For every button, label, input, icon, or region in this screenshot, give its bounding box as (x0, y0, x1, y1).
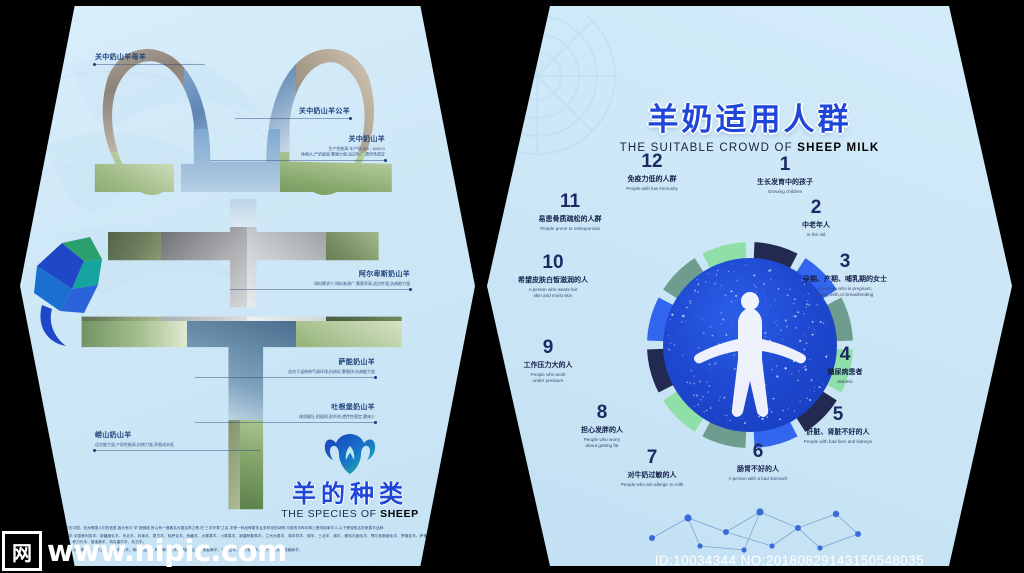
crowd-number: 4 (770, 345, 920, 364)
crowd-label-en: A person who wants fairskin and moist sk… (478, 287, 628, 299)
crowd-number: 7 (577, 448, 727, 467)
crowd-number: 12 (577, 152, 727, 171)
crowd-label-12[interactable]: 12 免疫力低的人群 People with low immunity (577, 152, 727, 192)
molecule-decoration-icon (640, 498, 870, 554)
crowd-label-cn: 易患骨质疏松的人群 (495, 214, 645, 224)
crowd-number: 1 (710, 155, 860, 174)
crowd-label-cn: 生长发育中的孩子 (710, 177, 860, 187)
crowd-label-en: People who worryabout getting fat (527, 437, 677, 449)
callout-4: 萨能奶山羊 适合于温热带气候环境,抗病好,繁殖快,抗病能力强 (195, 357, 375, 378)
crowd-label-cn: 免疫力低的人群 (577, 174, 727, 184)
callout-0: 关中奶山羊母羊 (95, 52, 205, 65)
ram-head-icon (323, 430, 377, 476)
crowd-number: 9 (473, 338, 623, 357)
image-id-line: ID:10034344 NO:20180829143150548035 (655, 553, 924, 568)
crowd-label-cn: 担心发胖的人 (527, 425, 677, 435)
callout-rule (195, 377, 375, 378)
crowd-label-cn: 糖尿病患者 (770, 367, 920, 377)
crowd-label-3[interactable]: 3 孕期、产期、哺乳期的女士 A woman who is pregnant,giv… (770, 252, 920, 298)
callout-6: 崂山奶山羊 适应能力强,产奶性能高,抗病力强,养殖成本低 (95, 430, 260, 451)
nipic-logo-icon: 网 (2, 531, 42, 571)
callout-3: 阿尔卑斯奶山羊 饲料需求少,饲料来源广,繁殖率高,适应性强,抗病能力强 (230, 269, 410, 290)
crowd-label-8[interactable]: 8 担心发胖的人 People who worryabout getting fat (527, 403, 677, 449)
left-poster-panel: 关中奶山羊母羊 关中奶山羊公羊 关中奶山羊 生产性能高,年产奶 450 - 60… (20, 6, 475, 566)
crowd-label-2[interactable]: 2 中老年人 In the old (741, 198, 891, 238)
crowd-label-1[interactable]: 1 生长发育中的孩子 Growing children (710, 155, 860, 195)
crowd-label-11[interactable]: 11 易患骨质疏松的人群 People prone to osteoporosis (495, 192, 645, 232)
crowd-label-en: People who are allergic to milk (577, 482, 727, 488)
crowd-number: 3 (770, 252, 920, 271)
callout-rule (210, 160, 385, 161)
crowd-label-cn: 工作压力大的人 (473, 360, 623, 370)
crowd-label-en: People with low immunity (577, 186, 727, 192)
crowd-label-en: A woman who is pregnant,giving birth,or … (770, 286, 920, 298)
watermark-url: www.nipic.com (47, 534, 287, 568)
callout-rule (230, 289, 410, 290)
crowd-label-5[interactable]: 5肝脏、肾脏不好的人People with bad liver and kidn… (763, 405, 913, 445)
callout-rule (95, 64, 205, 65)
crowd-label-cn: 希望皮肤白皙滋润的人 (478, 275, 628, 285)
crowd-label-7[interactable]: 7 对牛奶过敏的人 People who are allergic to milk (577, 448, 727, 488)
suitable-crowd-title-cn: 羊奶适用人群 (487, 94, 1012, 139)
species-logo-block: 羊的种类 THE SPECIES OF SHEEP (270, 430, 430, 520)
callout-2: 关中奶山羊 生产性能高,年产奶 450 - 600KG 体格大,产奶量高,繁殖力… (210, 134, 385, 161)
crowd-label-en: diabetic (770, 379, 920, 385)
callout-rule (235, 118, 350, 119)
crowd-number: 10 (478, 253, 628, 272)
crowd-label-en: People prone to osteoporosis (495, 226, 645, 232)
suitable-crowd-title-en: THE SUITABLE CROWD OF SHEEP MILK (487, 142, 1012, 154)
crowd-number: 11 (495, 192, 645, 211)
crowd-number: 8 (527, 403, 677, 422)
species-title-cn: 羊的种类 (270, 482, 430, 507)
crowd-label-9[interactable]: 9 工作压力大的人 People who workunder pressure (473, 338, 623, 384)
crowd-label-en: Growing children (710, 189, 860, 195)
species-title-en: THE SPECIES OF SHEEP (270, 508, 430, 520)
crowd-number: 2 (741, 198, 891, 217)
crowd-label-cn: 肝脏、肾脏不好的人 (763, 427, 913, 437)
crowd-label-4[interactable]: 4 糖尿病患者 diabetic (770, 345, 920, 385)
crowd-label-cn: 中老年人 (741, 220, 891, 230)
watermark: 网 www.nipic.com (2, 531, 287, 571)
crowd-number: 5 (763, 405, 913, 424)
crowd-label-en: People who workunder pressure (473, 372, 623, 384)
callout-rule (195, 422, 375, 423)
crowd-label-cn: 孕期、产期、哺乳期的女士 (770, 274, 920, 284)
callout-5: 吐根堡奶山羊 体质健壮,耐粗饲,耐炎热,遗传性稳定,膻味少 (195, 402, 375, 423)
crowd-label-en: In the old (741, 232, 891, 238)
callout-rule (95, 450, 260, 451)
crowd-label-10[interactable]: 10 希望皮肤白皙滋润的人 A person who wants fairskin … (478, 253, 628, 299)
callout-1: 关中奶山羊公羊 (235, 106, 350, 119)
right-heading: 羊奶适用人群 THE SUITABLE CROWD OF SHEEP MILK (487, 94, 1012, 154)
crowd-label-cn: 对牛奶过敏的人 (577, 470, 727, 480)
